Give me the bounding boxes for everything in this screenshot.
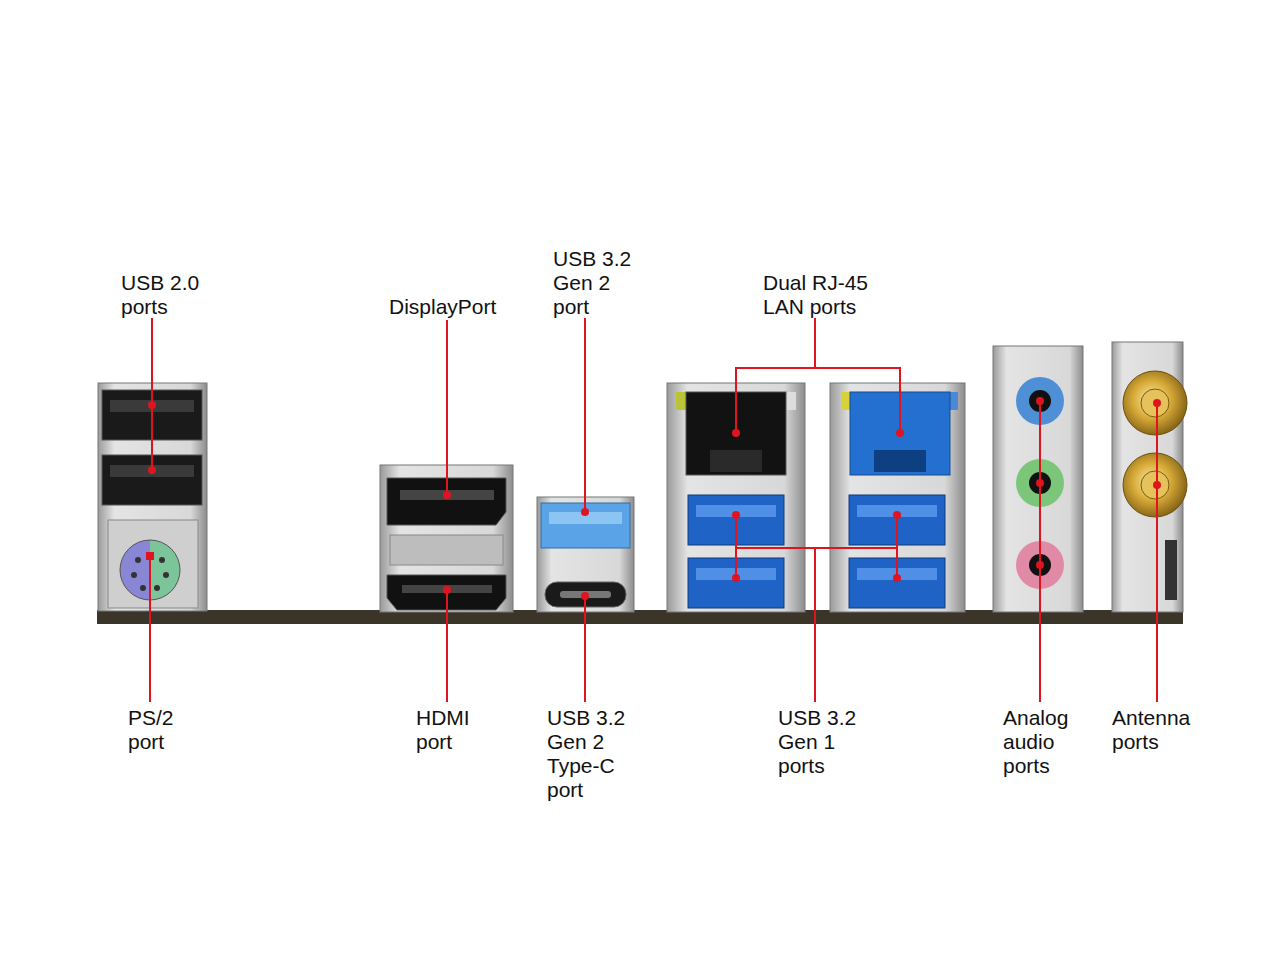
port-label: Analog audio ports xyxy=(1003,706,1085,778)
audio-block xyxy=(993,346,1083,612)
lan-usb-block xyxy=(830,383,965,612)
port-label: HDMI port xyxy=(416,706,488,754)
port-label: USB 3.2 Gen 2 port xyxy=(553,247,638,319)
port-label: Dual RJ-45 LAN ports xyxy=(763,271,881,319)
usb-gen2-stack xyxy=(537,497,634,612)
port-label: Antenna ports xyxy=(1112,706,1207,754)
port-label: USB 3.2 Gen 2 Type-C port xyxy=(547,706,632,802)
leader-dots xyxy=(146,397,1161,600)
port-label: USB 2.0 ports xyxy=(121,271,216,319)
port-label: PS/2 port xyxy=(128,706,198,754)
antenna-block xyxy=(1112,342,1187,612)
port-label: DisplayPort xyxy=(389,295,569,319)
port-label: USB 3.2 Gen 1 ports xyxy=(778,706,866,778)
leader-lines xyxy=(150,318,1157,702)
